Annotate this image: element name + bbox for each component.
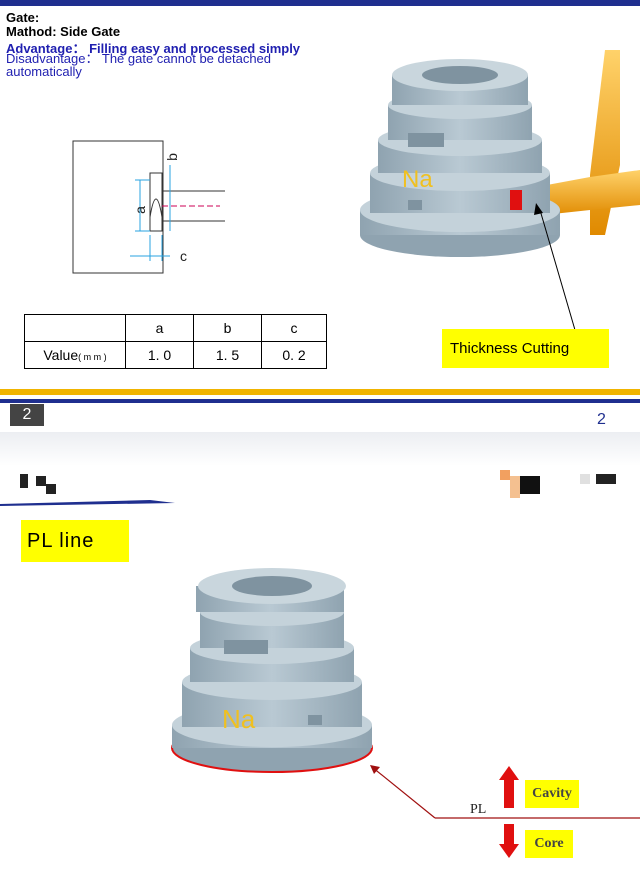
row-label: Value( m m ) xyxy=(24,341,126,369)
label-a: a xyxy=(132,206,148,214)
table-header xyxy=(24,314,126,342)
page-indicator-left: 2 xyxy=(10,404,44,426)
page-transition-band xyxy=(0,432,640,466)
table-header-row: a b c xyxy=(24,314,327,342)
page-indicator-right: 2 xyxy=(597,411,606,428)
pl-marker-label: PL xyxy=(470,802,487,817)
table-header: a xyxy=(125,314,194,342)
pl-line-label: PL line xyxy=(21,520,129,562)
label-b: b xyxy=(164,153,180,161)
core-label: Core xyxy=(525,830,573,858)
label-c: c xyxy=(180,248,187,264)
gate-values-table: a b c Value( m m ) 1. 0 1. 5 0. 2 xyxy=(24,314,327,369)
separator-navy xyxy=(0,399,640,403)
thickness-cutting-label: Thickness Cutting xyxy=(442,329,609,368)
disadvantage-text: Disadvantage： The gate cannot be detache… xyxy=(6,51,272,79)
separator-gold xyxy=(0,389,640,395)
advantage-text: Advantage： Filling easy and processed si… xyxy=(6,41,301,56)
table-header: c xyxy=(261,314,327,342)
table-row: Value( m m ) 1. 0 1. 5 0. 2 xyxy=(24,341,327,369)
table-header: b xyxy=(193,314,262,342)
method-text: Mathod: Side Gate xyxy=(6,24,121,39)
separator-gap xyxy=(0,395,640,399)
slide2-header-decoration xyxy=(0,470,616,506)
part-nozzle-render: Na xyxy=(360,50,640,331)
cavity-label: Cavity xyxy=(525,780,579,808)
table-cell: 0. 2 xyxy=(261,341,327,369)
part-mark-na: Na xyxy=(402,166,433,193)
part-pl-render: Na xyxy=(171,568,640,858)
gate-section-diagram: a b c xyxy=(72,140,225,274)
top-blue-bar xyxy=(0,0,640,6)
gate-title: Gate: xyxy=(6,10,40,25)
part-mark-na: Na xyxy=(222,704,256,734)
table-cell: 1. 5 xyxy=(193,341,262,369)
table-cell: 1. 0 xyxy=(125,341,194,369)
